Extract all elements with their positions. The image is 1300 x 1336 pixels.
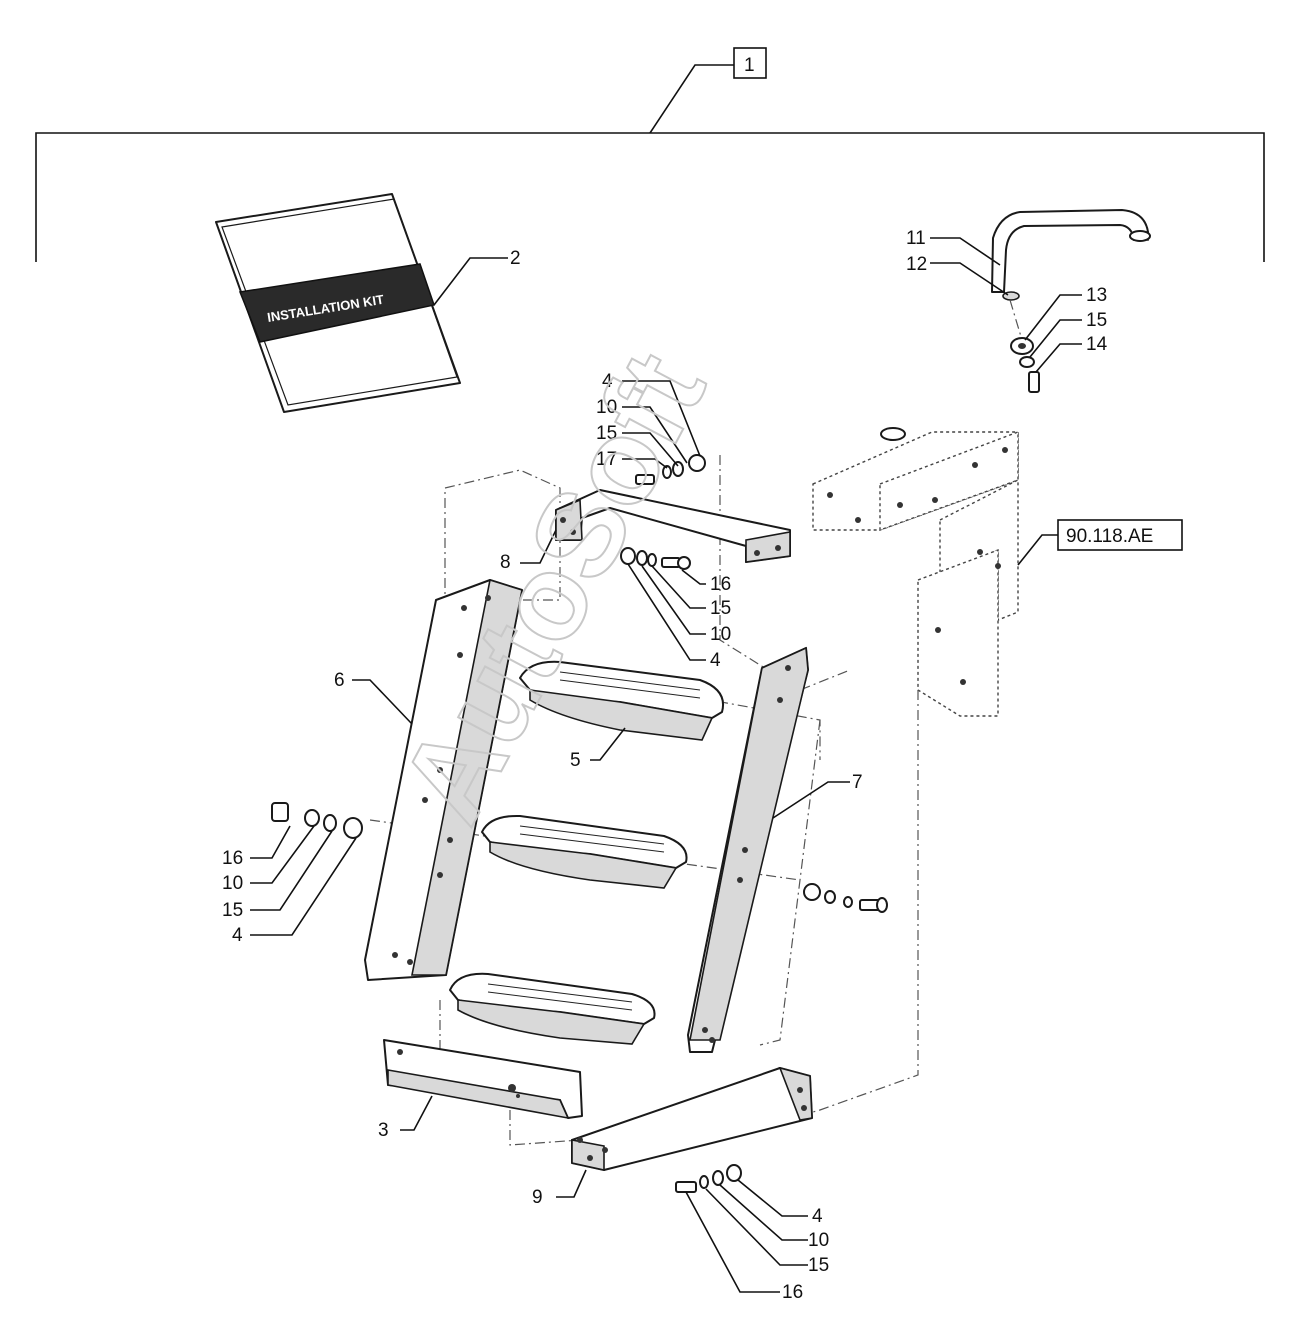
callout-10c[interactable]: 10 <box>222 873 243 894</box>
hardware-stack-upper: 4 10 15 17 <box>596 371 706 485</box>
callout-10d[interactable]: 10 <box>808 1230 829 1251</box>
callout-1[interactable]: 1 <box>744 55 755 76</box>
callout-15d[interactable]: 15 <box>222 900 243 921</box>
lower-channel: 3 <box>378 1039 583 1141</box>
callout-11[interactable]: 11 <box>906 228 926 249</box>
callout-15a[interactable]: 15 <box>596 423 617 444</box>
installation-kit-booklet: INSTALLATION KIT 2 <box>215 193 521 413</box>
step-tread-top: 5 <box>519 660 724 771</box>
callout-15c[interactable]: 15 <box>1086 310 1107 331</box>
callout-8[interactable]: 8 <box>500 552 511 573</box>
callout-3[interactable]: 3 <box>378 1120 389 1141</box>
watermark: AutoSoft <box>375 332 731 842</box>
lower-support-beam: 9 <box>532 1066 813 1208</box>
callout-box-1 <box>733 47 767 79</box>
callout-14[interactable]: 14 <box>1086 334 1108 355</box>
left-side-rail: 6 <box>334 578 523 981</box>
hardware-stack-middle: 16 15 10 4 <box>620 547 731 671</box>
callout-16b[interactable]: 16 <box>710 574 731 595</box>
callout-10a[interactable]: 10 <box>596 397 617 418</box>
hardware-stack-left: 16 10 15 4 <box>222 802 363 946</box>
callout-9[interactable]: 9 <box>532 1187 543 1208</box>
step-tread-bottom <box>449 972 656 1045</box>
callout-15b[interactable]: 15 <box>710 598 731 619</box>
callout-4a[interactable]: 4 <box>602 371 613 392</box>
callout-10b[interactable]: 10 <box>710 624 731 645</box>
callout-4d[interactable]: 4 <box>812 1206 823 1227</box>
hardware-stack-right <box>803 883 888 913</box>
callout-16c[interactable]: 16 <box>222 848 243 869</box>
callout-12[interactable]: 12 <box>906 254 927 275</box>
reference-box[interactable] <box>1057 519 1183 551</box>
callout-16d[interactable]: 16 <box>782 1282 803 1303</box>
callout-2[interactable]: 2 <box>510 248 521 269</box>
callout-7[interactable]: 7 <box>852 772 863 793</box>
right-side-rail: 7 <box>687 646 863 1053</box>
callout-15e[interactable]: 15 <box>808 1255 829 1276</box>
callout-6[interactable]: 6 <box>334 670 345 691</box>
cab-mounting-frame: 90.118.AE <box>812 427 1183 717</box>
callout-5[interactable]: 5 <box>570 750 581 771</box>
kit-group-bracket: 1 <box>35 47 1265 262</box>
reference-box-label: 90.118.AE <box>1066 526 1153 547</box>
step-tread-middle <box>481 814 688 889</box>
hardware-stack-bottom: 4 10 15 16 <box>675 1164 829 1303</box>
upper-bracket: 8 <box>500 489 791 573</box>
callout-4b[interactable]: 4 <box>710 650 721 671</box>
callout-17[interactable]: 17 <box>596 449 617 470</box>
grab-handle: 11 12 13 15 14 <box>906 209 1151 393</box>
callout-13[interactable]: 13 <box>1086 285 1107 306</box>
callout-4c[interactable]: 4 <box>232 925 243 946</box>
